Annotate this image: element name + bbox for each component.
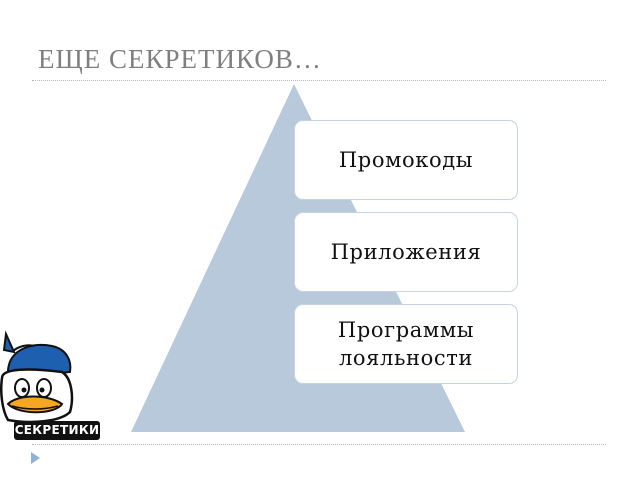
title-divider — [32, 80, 606, 81]
pyramid-level-label: Программы лояльности — [337, 318, 475, 370]
pyramid-level-apps: Приложения — [294, 212, 518, 292]
slide-title: ЕЩЕ СЕКРЕТИКОВ… — [38, 44, 322, 74]
sticker-caption: СЕКРЕТИКИ — [14, 423, 100, 437]
pyramid-level-promocodes: Промокоды — [294, 120, 518, 200]
pyramid-level-label: Приложения — [330, 240, 482, 264]
bullet-arrow-icon — [31, 452, 40, 464]
duck-mascot-icon — [0, 330, 100, 440]
pyramid-level-label: Промокоды — [338, 148, 474, 172]
pyramid-level-loyalty: Программы лояльности — [294, 304, 518, 384]
footer-divider — [32, 444, 606, 445]
